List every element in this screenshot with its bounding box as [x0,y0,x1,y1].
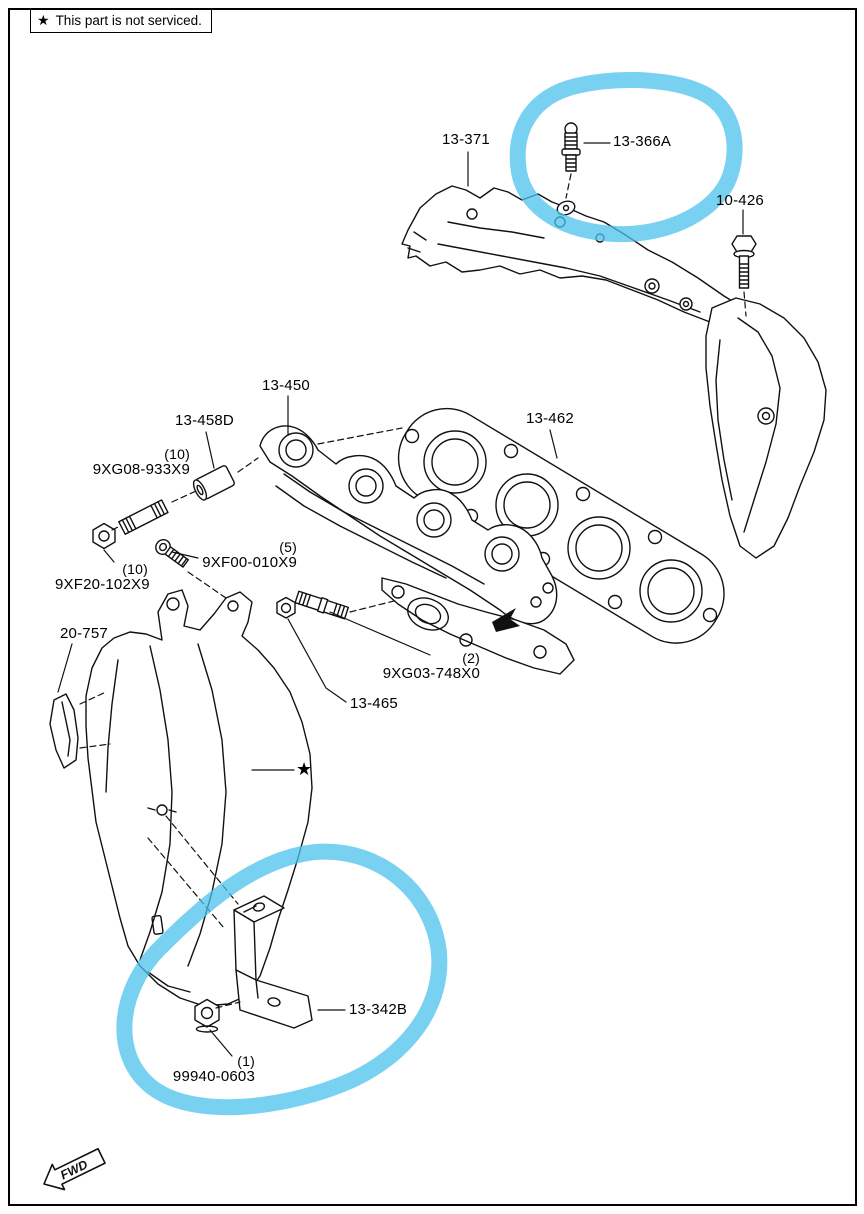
note-text: This part is not serviced. [55,13,202,28]
stud-9XG08-drawing [118,499,169,535]
stud-9XG03-drawing [294,590,350,620]
part-code: 9XF20-102X9 [55,576,150,593]
part-label-20-757[interactable]: 20-757 [60,625,108,642]
highlight-annotation-bottom [116,843,448,1116]
part-label-9XG08-933X9[interactable]: (10) 9XG08-933X9 [88,446,190,478]
highlight-annotation-top [509,72,743,243]
nut-99940-drawing [194,998,220,1033]
shield-strip-drawing [49,693,79,769]
part-qty: (1) [237,1053,255,1069]
manifold-gasket-drawing [397,407,725,644]
fwd-arrow: FWD [43,1147,106,1191]
part-code: 9XG03-748X0 [382,665,480,682]
downpipe-heat-shield-drawing [705,297,827,559]
part-label-13-366A[interactable]: 13-366A [613,133,672,150]
part-label-10-426[interactable]: 10-426 [716,192,764,209]
not-serviced-note: ★ This part is not serviced. [30,9,212,33]
part-label-13-465[interactable]: 13-465 [350,695,398,712]
part-label-13-371[interactable]: 13-371 [442,131,490,148]
upper-heat-shield-drawing [401,185,767,343]
bolt-10-426-drawing [731,235,757,289]
leader-lines [57,142,744,1057]
part-label-13-462[interactable]: 13-462 [526,410,574,427]
part-code: 99940-0603 [172,1068,255,1085]
part-qty: (2) [462,650,480,666]
lower-heat-shield-drawing [85,589,313,1007]
part-code: 9XG08-933X9 [92,461,190,478]
nut-13-465-drawing [276,596,296,619]
view-arrow-icon [492,608,520,632]
spacer-13-458D-drawing [192,465,235,501]
part-label-9XF20-102X9[interactable]: (10) 9XF20-102X9 [55,561,150,593]
part-label-9XF00-010X9[interactable]: (5) 9XF00-010X9 [200,539,297,571]
stud-13-366A-drawing [561,122,581,172]
screw-9XF00-drawing [155,538,189,568]
part-label-9XG03-748X0[interactable]: (2) 9XG03-748X0 [374,650,480,682]
not-serviced-star-marker: ★ [296,759,313,779]
part-qty: (10) [122,561,148,577]
part-label-99940-0603[interactable]: (1) 99940-0603 [165,1053,255,1085]
part-label-13-342B[interactable]: 13-342B [349,1001,408,1018]
part-label-13-450[interactable]: 13-450 [262,377,310,394]
bracket-drawing [233,895,313,1029]
part-qty: (5) [279,539,297,555]
star-icon: ★ [37,12,50,28]
nut-9XF20-drawing [92,522,116,550]
part-qty: (10) [164,446,190,462]
manifold-outlet-flange-drawing [381,577,575,675]
exhaust-manifold-drawing [259,425,558,625]
part-label-13-458D[interactable]: 13-458D [175,412,234,429]
part-code: 9XF00-010X9 [202,554,297,571]
